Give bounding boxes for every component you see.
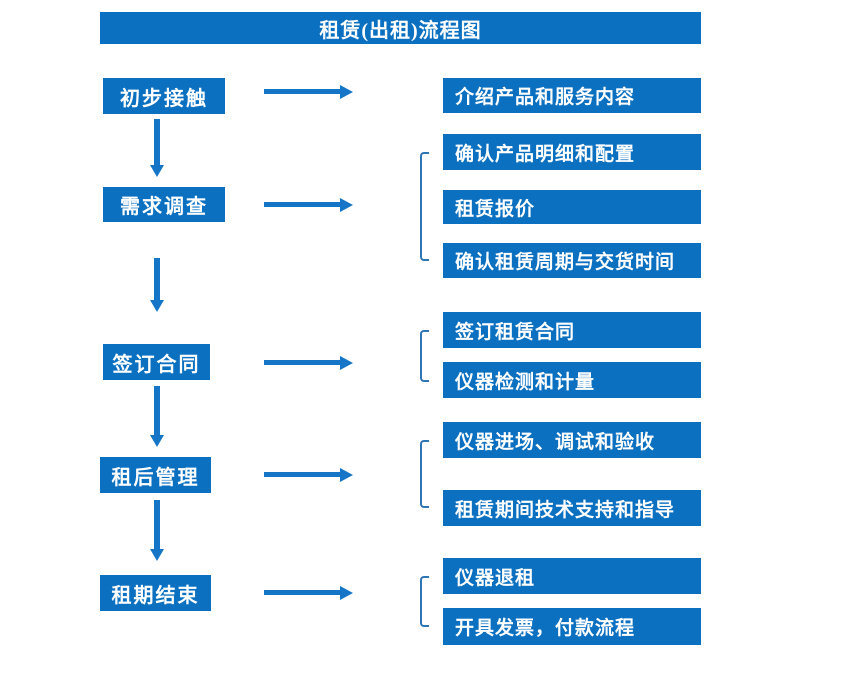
group-bracket (420, 576, 429, 627)
detail-box-instrument-testing: 仪器检测和计量 (443, 362, 701, 398)
detail-box-introduce-products: 介绍产品和服务内容 (443, 78, 701, 113)
detail-box-confirm-product-config: 确认产品明细和配置 (443, 134, 701, 170)
arrow-right-icon (264, 467, 353, 482)
stage-box-post-rental-management: 租后管理 (100, 457, 211, 493)
arrow-down-icon (150, 386, 164, 447)
arrow-right-icon (264, 197, 353, 212)
stage-box-initial-contact: 初步接触 (103, 78, 225, 114)
title-banner: 租赁(出租)流程图 (100, 12, 701, 44)
stage-box-demand-survey: 需求调查 (103, 187, 225, 222)
detail-box-instrument-arrival: 仪器进场、调试和验收 (443, 422, 701, 458)
arrow-down-icon (150, 258, 164, 312)
detail-box-confirm-period-delivery: 确认租赁周期与交货时间 (443, 243, 701, 278)
arrow-down-icon (150, 119, 164, 177)
group-bracket (420, 330, 429, 382)
page-title: 租赁(出租)流程图 (319, 19, 482, 42)
detail-box-instrument-return: 仪器退租 (443, 558, 701, 594)
arrow-right-icon (264, 585, 353, 600)
group-bracket (420, 152, 429, 261)
detail-box-tech-support: 租赁期间技术支持和指导 (443, 490, 701, 526)
detail-box-sign-rental-contract: 签订租赁合同 (443, 312, 701, 348)
detail-box-rental-quotation: 租赁报价 (443, 190, 701, 224)
detail-box-invoice-payment: 开具发票，付款流程 (443, 608, 701, 645)
arrow-down-icon (150, 500, 164, 561)
arrow-right-icon (264, 84, 353, 99)
group-bracket (420, 440, 429, 508)
stage-box-rental-end: 租期结束 (100, 575, 211, 611)
arrow-right-icon (264, 355, 353, 370)
stage-box-sign-contract: 签订合同 (103, 344, 210, 380)
